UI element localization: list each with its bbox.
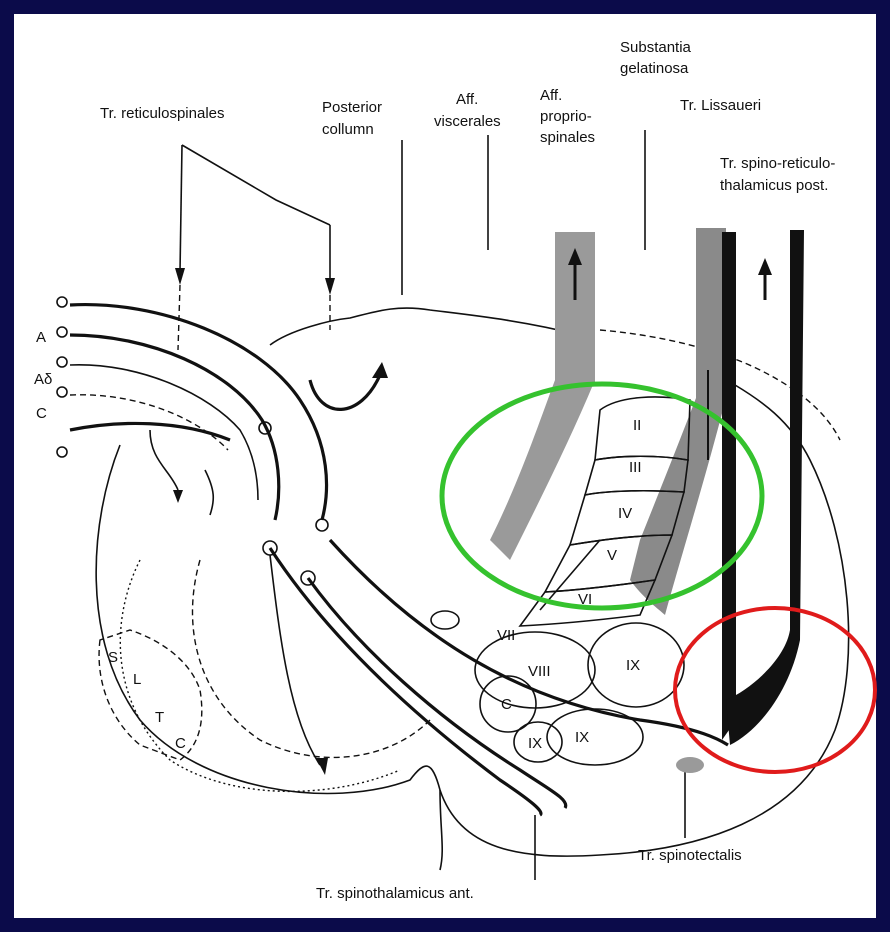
label-aff-prop-3: spinales <box>540 129 595 146</box>
motor-T: T <box>155 709 164 726</box>
central-canal <box>431 611 459 629</box>
posterior-arrowhead <box>372 362 388 378</box>
srt-tract-right <box>726 230 804 745</box>
spinotectal-stipple <box>676 757 704 773</box>
label-reticulospinales: Tr. reticulospinales <box>100 105 225 122</box>
motor-S: S <box>108 649 118 666</box>
label-posterior-2: collumn <box>322 121 374 138</box>
label-posterior-1: Posterior <box>322 99 382 116</box>
label-aff-visc-1: Aff. <box>456 91 478 108</box>
motor-C: C <box>175 735 186 752</box>
lamina-VII: VII <box>497 627 515 644</box>
lamina-II: II <box>633 417 641 434</box>
lamina-IX-3: IX <box>528 735 542 752</box>
fiber-A-terminal <box>57 297 67 307</box>
label-subst-1: Substantia <box>620 39 692 56</box>
fiber-Adelta-terminal <box>57 357 67 367</box>
fiber-C-terminal <box>57 387 67 397</box>
label-spinothal-ant: Tr. spinothalamicus ant. <box>316 885 474 902</box>
arrow-down-right <box>325 278 335 295</box>
fiber-C2-terminal <box>57 447 67 457</box>
white-matter-dot <box>120 560 400 791</box>
interneuron-arrow-1 <box>173 490 183 503</box>
lissaueri-curve <box>630 398 726 615</box>
lamina-IX-2: IX <box>575 729 589 746</box>
lamina-V: V <box>607 547 617 564</box>
lamina-IV: IV <box>618 505 632 522</box>
label-srt-1: Tr. spino-reticulo- <box>720 155 835 172</box>
label-aff-prop-1: Aff. <box>540 87 562 104</box>
label-subst-2: gelatinosa <box>620 60 689 77</box>
lissaueri-stipple <box>696 228 726 398</box>
lamina-IX-1: IX <box>626 657 640 674</box>
reticulospinal-bracket <box>182 145 330 225</box>
label-aff-visc-2: viscerales <box>434 113 501 130</box>
highlight-green-circle <box>442 384 762 608</box>
fiber-label-C: C <box>36 405 47 422</box>
anterior-fissure <box>440 790 442 870</box>
cord-outline-top <box>270 308 580 345</box>
arrow-down-left <box>175 268 185 285</box>
srt-tract-left <box>722 232 736 740</box>
motor-L: L <box>133 671 141 688</box>
reticulospinal-left <box>180 145 182 272</box>
lamina-VIII: VIII <box>528 663 551 680</box>
fiber-A2-terminal <box>57 327 67 337</box>
lamina-III: III <box>629 459 642 476</box>
posterior-arrow <box>310 375 380 409</box>
srt-arrowhead <box>758 258 772 275</box>
label-aff-prop-2: proprio- <box>540 108 592 125</box>
label-spinotectalis: Tr. spinotectalis <box>638 847 742 864</box>
interneuron-branch-2 <box>205 470 213 515</box>
spinothal-tract-b <box>270 548 541 815</box>
label-srt-2: thalamicus post. <box>720 177 828 194</box>
interneuron-branch-1 <box>150 430 178 490</box>
neuron-4 <box>316 519 328 531</box>
label-lissaueri: Tr. Lissaueri <box>680 97 761 114</box>
descending-arrowhead <box>316 758 328 775</box>
lamina-C: C <box>501 696 512 713</box>
fiber-label-Adelta: Aδ <box>34 371 52 388</box>
fiber-label-A: A <box>36 329 46 346</box>
grey-matter-dash <box>193 560 431 757</box>
